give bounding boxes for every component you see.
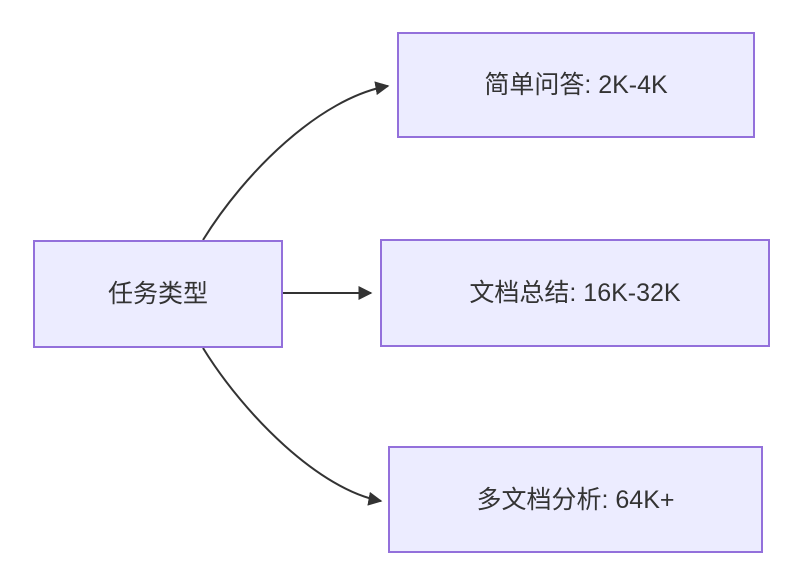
node-multi-doc-analysis: 多文档分析: 64K+ (388, 446, 763, 553)
node-task-type: 任务类型 (33, 240, 283, 348)
edge-root-to-top (202, 81, 390, 241)
edge-root-to-bottom (202, 347, 383, 506)
node-simple-qa: 简单问答: 2K-4K (397, 32, 755, 138)
node-task-type-label: 任务类型 (107, 280, 208, 308)
node-doc-summary-label: 文档总结: 16K-32K (469, 279, 681, 307)
node-multi-doc-analysis-label: 多文档分析: 64K+ (476, 485, 675, 514)
node-doc-summary: 文档总结: 16K-32K (380, 239, 770, 347)
node-simple-qa-label: 简单问答: 2K-4K (484, 71, 668, 99)
